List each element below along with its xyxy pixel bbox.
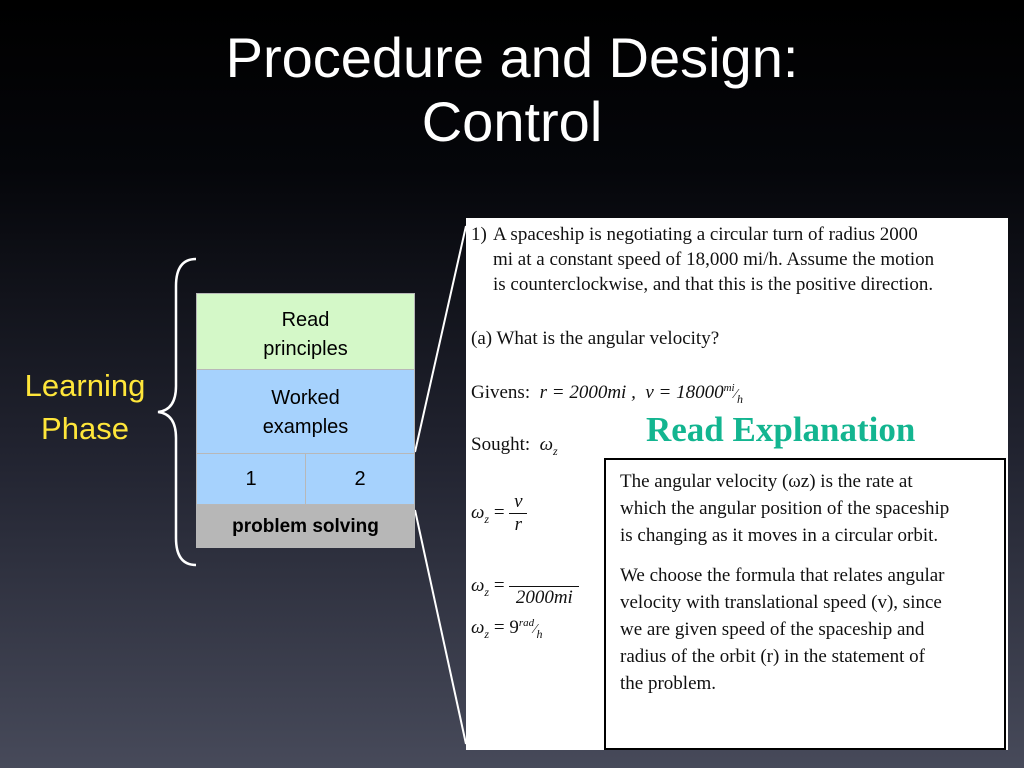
sought-omega: ω (539, 434, 554, 455)
givens-line: Givens: r = 2000mi , v = 18000mi⁄h (471, 382, 743, 406)
problem-question: (a) What is the angular velocity? (471, 328, 720, 349)
problem-statement: A spaceship is negotiating a circular tu… (493, 222, 998, 297)
eq3-value: 9 (509, 617, 519, 638)
eq1-numerator: v (509, 491, 528, 514)
slide-title-line2: Control (421, 90, 603, 153)
sought-label: Sought: (471, 434, 531, 455)
eq3-unit-top: rad (518, 617, 535, 629)
explanation-line: radius of the orbit (r) in the statement… (620, 646, 925, 667)
equation-3: ωz = 9rad⁄h (471, 617, 543, 641)
givens-radius: r = 2000mi , (539, 382, 636, 403)
slide-title-line1: Procedure and Design: (225, 26, 799, 89)
givens-speed-unit-bottom: h (736, 392, 743, 406)
learning-phase-stack: Read principles Worked examples 1 2 prob… (196, 293, 415, 548)
worked-examples-split: 1 2 (196, 454, 415, 505)
equation-2: ωz = 2000mi (471, 564, 580, 609)
eq2-omega-sub: z (484, 584, 490, 599)
problem-number: 1) (471, 224, 487, 245)
eq1-denominator: r (514, 514, 523, 535)
sought-omega-sub: z (553, 444, 558, 458)
givens-speed: v = 18000 (645, 382, 724, 403)
problem-line: mi at a constant speed of 18,000 mi/h. A… (493, 249, 935, 270)
worked-examples-block: Worked examples (196, 370, 415, 454)
read-principles-line2: principles (263, 338, 348, 360)
eq2-denominator: 2000mi (515, 587, 573, 608)
givens-label: Givens: (471, 382, 531, 403)
learning-phase-label: Learning Phase (10, 364, 160, 450)
curly-brace-icon (157, 257, 197, 567)
explanation-line: is changing as it moves in a circular or… (620, 525, 939, 546)
problem-line: is counterclockwise, and that this is th… (493, 274, 934, 295)
read-explanation-title: Read Explanation (646, 409, 916, 451)
explanation-line: which the angular position of the spaces… (620, 498, 950, 519)
explanation-line: we are given speed of the spaceship and (620, 619, 925, 640)
equation-1: ωz = v r (471, 491, 528, 536)
slide-title: Procedure and Design: Control (0, 26, 1024, 154)
eq1-omega-sub: z (484, 511, 490, 526)
example-1-cell: 1 (197, 454, 306, 504)
eq3-unit-bottom: h (536, 627, 543, 641)
givens-speed-unit-top: mi (723, 382, 735, 394)
eq2-fraction: 2000mi (509, 564, 580, 609)
explanation-line: the problem. (620, 673, 717, 694)
sought-line: Sought: ωz (471, 432, 558, 464)
example-2-cell: 2 (306, 454, 414, 504)
explanation-line: We choose the formula that relates angul… (620, 565, 945, 586)
eq3-omega: ω (471, 617, 485, 638)
explanation-box: The angular velocity (ωz) is the rate at… (604, 458, 1006, 750)
worked-examples-line1: Worked (271, 387, 340, 409)
explanation-line: The angular velocity (ωz) is the rate at (620, 471, 913, 492)
eq3-omega-sub: z (484, 627, 490, 641)
explanation-line: velocity with translational speed (v), s… (620, 592, 942, 613)
problem-solving-block: problem solving (196, 505, 415, 548)
learning-phase-line1: Learning (24, 368, 146, 403)
problem-line: A spaceship is negotiating a circular tu… (493, 224, 918, 245)
read-principles-block: Read principles (196, 293, 415, 370)
read-principles-line1: Read (281, 309, 330, 331)
eq1-omega: ω (471, 501, 485, 523)
eq2-omega: ω (471, 574, 485, 596)
eq1-fraction: v r (509, 491, 528, 536)
worked-examples-line2: examples (262, 416, 349, 438)
learning-phase-line2: Phase (41, 411, 129, 446)
